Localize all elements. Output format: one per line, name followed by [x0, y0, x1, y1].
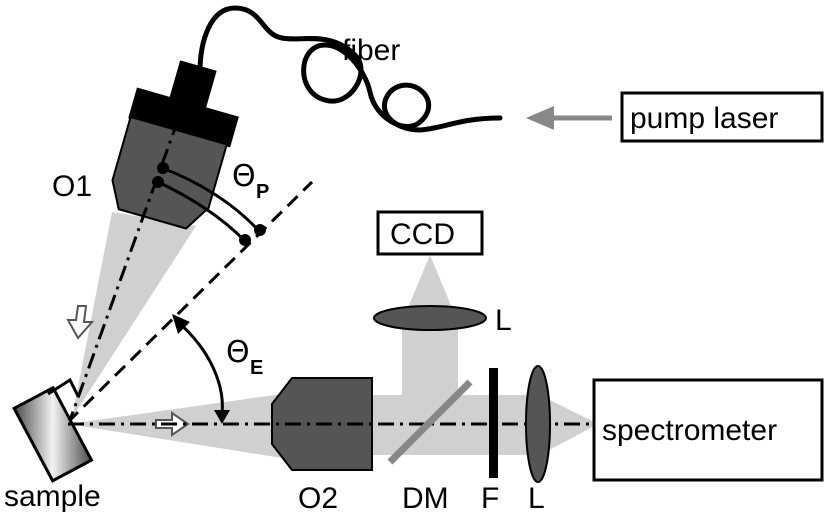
spectrometer-box	[592, 378, 824, 482]
theta-p-dot-2	[152, 176, 164, 188]
pump-arrow-head	[526, 106, 554, 130]
objective-o1	[111, 60, 239, 230]
theta-e-arrowhead-top	[172, 314, 190, 334]
ccd-beam-vertical	[402, 320, 458, 400]
fiber-cable	[197, 5, 503, 133]
o1-body	[111, 115, 229, 230]
lens-ccd	[373, 305, 487, 331]
filter	[489, 368, 498, 478]
theta-p-dot-4	[239, 234, 251, 246]
lens-spectrometer	[525, 365, 551, 483]
label-spectrometer: spectrometer	[602, 414, 777, 447]
excitation-beam	[72, 212, 196, 418]
label-theta-p: Θ	[232, 159, 256, 194]
theta-p-dot-3	[254, 224, 266, 236]
label-o1: O1	[52, 170, 92, 203]
ccd-beam-cone	[402, 255, 458, 322]
label-theta-p-subscript: P	[256, 181, 269, 203]
dichroic-mirror	[387, 379, 473, 465]
reference-dashed-line	[66, 180, 314, 424]
o1-collar	[128, 87, 239, 148]
label-theta-e-subscript: E	[250, 357, 263, 379]
label-sample: sample	[4, 480, 101, 513]
label-lens-top: L	[495, 304, 512, 337]
label-ccd: CCD	[390, 218, 455, 251]
theta-e-arrowhead-bottom	[214, 410, 230, 424]
label-filter: F	[481, 482, 499, 515]
label-o2: O2	[298, 482, 338, 515]
label-theta-e: Θ	[226, 335, 250, 370]
theta-p-dot-1	[157, 162, 169, 174]
label-dm: DM	[402, 482, 449, 515]
sample-angle-mark	[47, 377, 80, 397]
label-pump-laser: pump laser	[630, 102, 778, 135]
label-lens-bottom: L	[528, 482, 545, 515]
theta-p-arc-outer	[161, 166, 260, 232]
label-fiber: fiber	[342, 34, 400, 67]
ccd-box	[376, 210, 484, 256]
pump-laser-box	[620, 91, 824, 143]
excitation-direction-arrow	[66, 305, 95, 340]
theta-e-arc	[177, 320, 224, 415]
theta-p-arc-inner	[157, 180, 246, 242]
